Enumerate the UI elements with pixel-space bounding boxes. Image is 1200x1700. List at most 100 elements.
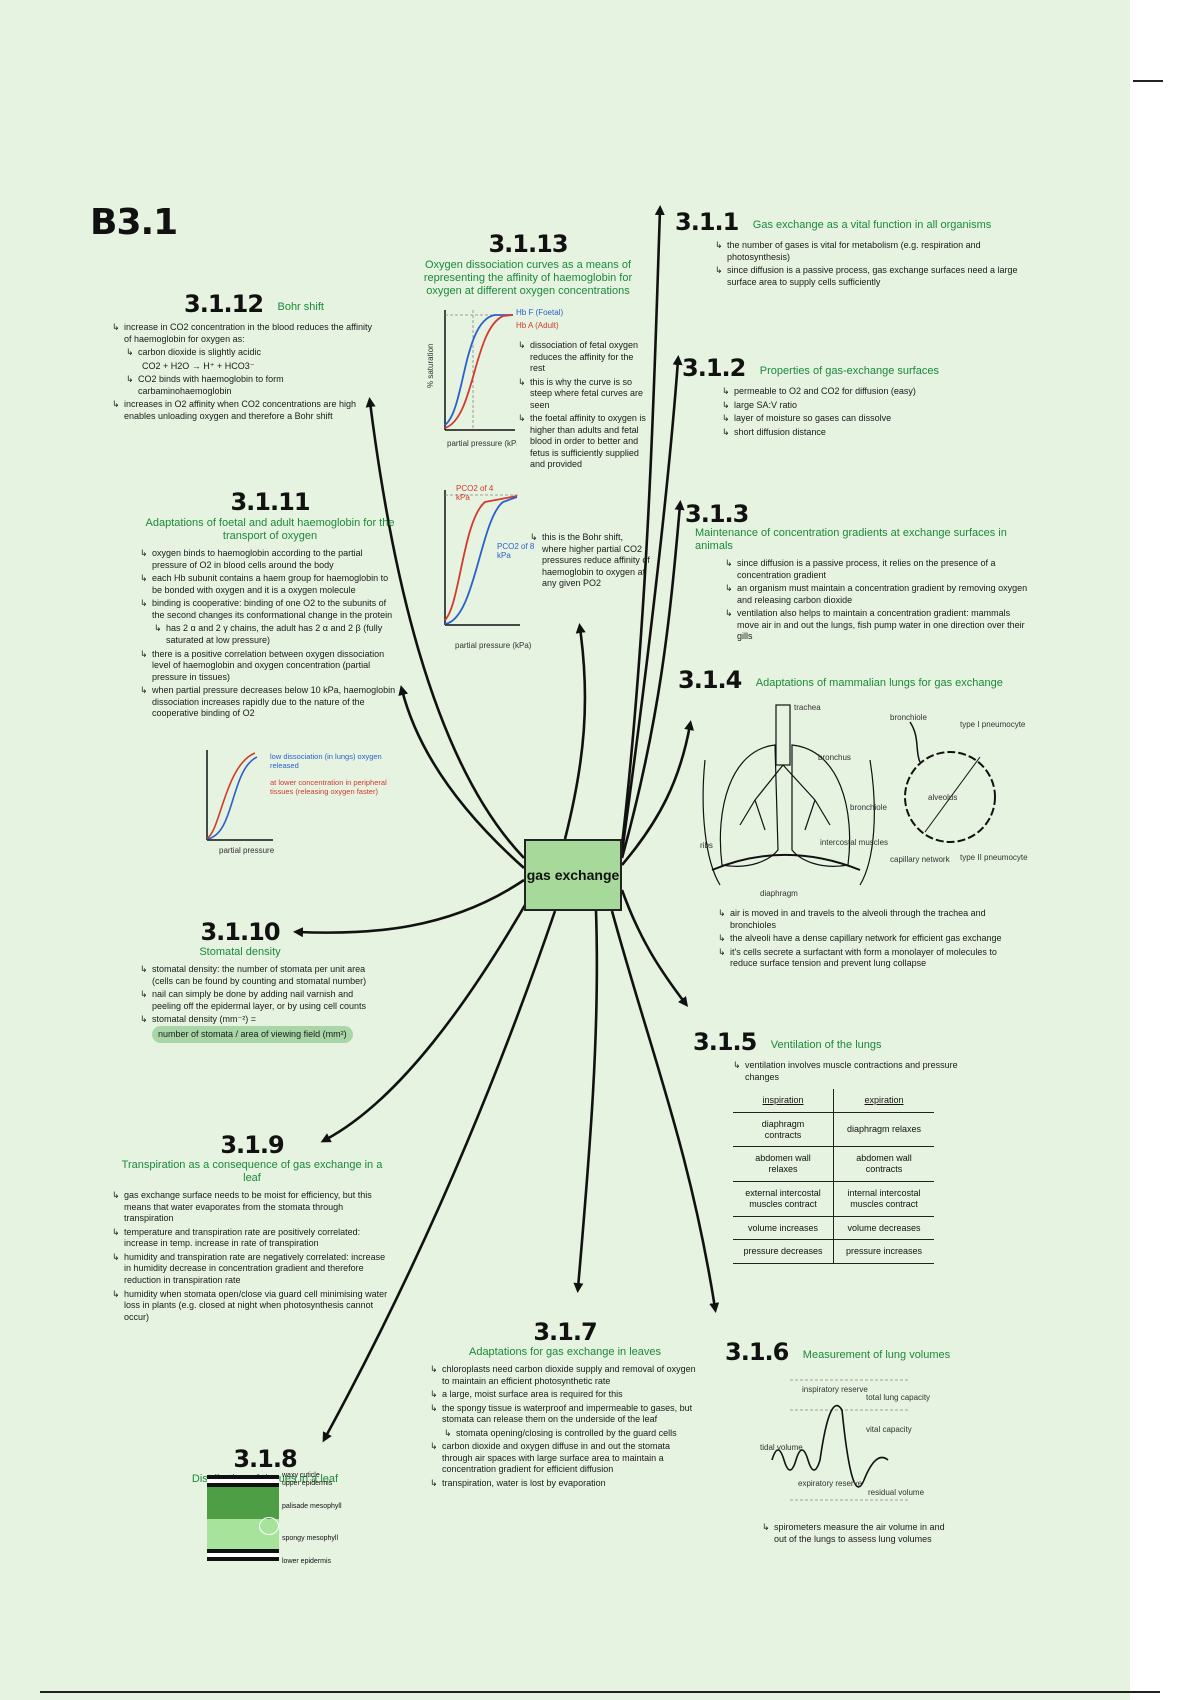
legend-foetal: Hb F (Foetal) xyxy=(516,308,564,317)
table-header: inspiration xyxy=(733,1089,834,1113)
leaf-label: palisade mesophyll xyxy=(282,1502,342,1510)
point: the spongy tissue is waterproof and impe… xyxy=(430,1403,700,1426)
graph-legend: Hb F (Foetal) Hb A (Adult) xyxy=(516,308,576,330)
connector-3-1-3 xyxy=(620,500,685,859)
point: an organism must maintain a concentratio… xyxy=(725,583,1030,606)
graph-xlabel: partial pressure (kPa) xyxy=(455,641,532,650)
section-3-1-13-notes-top: dissociation of fetal oxygen reduces the… xyxy=(518,340,648,473)
table-cell: pressure decreases xyxy=(733,1239,834,1265)
leaf-label: spongy mesophyll xyxy=(282,1535,339,1543)
alveolus-label: capillary network xyxy=(890,855,951,864)
section-code: 3.1.5 xyxy=(693,1028,757,1056)
lung-diagram: trachea bronchus bronchiole intercostal … xyxy=(700,703,888,898)
point: ventilation also helps to maintain a con… xyxy=(725,608,1030,643)
section-3-1-3: 3.1.3 Maintenance of concentration gradi… xyxy=(685,502,1030,645)
graph-xlabel: partial pressure (kPa) xyxy=(219,846,275,855)
section-code: 3.1.3 xyxy=(685,500,749,528)
table-row: external intercostal muscles contract in… xyxy=(733,1181,934,1217)
leaf-label: waxy cuticle xyxy=(282,1472,320,1479)
point: since diffusion is a passive process, ga… xyxy=(715,265,1030,288)
leaf-label: lower epidermis xyxy=(282,1557,332,1565)
point: air is moved in and travels to the alveo… xyxy=(718,908,1018,931)
point: temperature and transpiration rate are p… xyxy=(112,1227,392,1250)
section-3-1-13-header: 3.1.13 Oxygen dissociation curves as a m… xyxy=(412,232,644,299)
point: oxygen binds to haemoglobin according to… xyxy=(140,548,400,571)
section-code: 3.1.8 xyxy=(233,1445,297,1473)
legend-adult: Hb A (Adult) xyxy=(516,321,559,330)
section-heading: Adaptations of foetal and adult haemoglo… xyxy=(145,517,395,543)
formula-label: stomatal density (mm⁻²) = xyxy=(152,1014,257,1025)
connector-3-1-9 xyxy=(320,899,530,1143)
section-3-1-12: 3.1.12 Bohr shift increase in CO2 concen… xyxy=(112,292,374,424)
dissociation-graph-foetal-adult: % saturation partial pressure (kPa) xyxy=(426,310,517,448)
point: the number of gases is vital for metabol… xyxy=(715,240,1030,263)
section-code: 3.1.12 xyxy=(184,290,264,318)
point: when partial pressure decreases below 10… xyxy=(140,685,400,720)
page-marker-line xyxy=(1133,80,1163,82)
section-3-1-10: 3.1.10 Stomatal density stomatal density… xyxy=(140,920,380,1045)
section-code: 3.1.4 xyxy=(678,666,742,694)
haemoglobin-graph-legend: low dissociation (in lungs) oxygen relea… xyxy=(270,752,390,796)
point: each Hb subunit contains a haem group fo… xyxy=(140,573,400,596)
ventilation-table: inspiration expiration diaphragm contrac… xyxy=(733,1089,934,1265)
section-3-1-4: 3.1.4 Adaptations of mammalian lungs for… xyxy=(678,668,1018,693)
point: there is a positive correlation between … xyxy=(140,649,400,684)
alveolus-label: alveolus xyxy=(928,793,957,802)
haemoglobin-graph: partial pressure (kPa) xyxy=(206,750,275,855)
point: carbon dioxide and oxygen diffuse in and… xyxy=(430,1441,700,1476)
connector-3-1-2 xyxy=(620,355,683,853)
spirometer-label: tidal volume xyxy=(760,1443,803,1452)
table-row: abdomen wall relaxes abdomen wall contra… xyxy=(733,1146,934,1183)
section-heading: Adaptations for gas exchange in leaves xyxy=(468,1346,662,1358)
point: the foetal affinity to oxygen is higher … xyxy=(518,413,648,471)
connector-3-1-7 xyxy=(573,910,599,1293)
section-code: 3.1.1 xyxy=(675,208,739,236)
section-code: 3.1.11 xyxy=(230,488,310,516)
point: stomatal density (mm⁻²) = number of stom… xyxy=(140,1014,380,1044)
table-cell: pressure increases xyxy=(833,1239,934,1265)
section-3-1-6: 3.1.6 Measurement of lung volumes xyxy=(725,1340,955,1365)
table-cell: volume increases xyxy=(733,1216,834,1241)
point: spirometers measure the air volume in an… xyxy=(762,1522,952,1545)
leaf-label: upper epidermis xyxy=(282,1480,333,1488)
dissociation-graph-bohr: partial pressure (kPa) xyxy=(444,490,532,650)
section-heading: Ventilation of the lungs xyxy=(770,1039,882,1052)
table-cell: volume decreases xyxy=(833,1216,934,1241)
central-topic: gas exchange xyxy=(524,839,622,911)
connector-3-1-12 xyxy=(365,397,525,859)
legend-item: low dissociation (in lungs) oxygen relea… xyxy=(270,752,382,770)
table-header: expiration xyxy=(833,1089,934,1113)
spirometer-label: total lung capacity xyxy=(866,1393,930,1402)
point: since diffusion is a passive process, it… xyxy=(725,558,1030,581)
alveolus-label: bronchiole xyxy=(890,713,927,722)
point: the alveoli have a dense capillary netwo… xyxy=(718,933,1018,945)
connector-3-1-5 xyxy=(620,889,689,1007)
table-row: volume increases volume decreases xyxy=(733,1216,934,1241)
section-code: 3.1.2 xyxy=(682,354,746,382)
graph-xlabel: partial pressure (kPa) xyxy=(447,439,517,448)
section-3-1-9: 3.1.9 Transpiration as a consequence of … xyxy=(112,1133,392,1325)
label-high-co2: PCO2 of 8 kPa xyxy=(497,542,535,560)
connector-3-1-6 xyxy=(610,910,720,1313)
connector-layer xyxy=(293,205,720,1443)
connector-3-1-4 xyxy=(621,720,695,866)
spirometer-label: expiratory reserve xyxy=(798,1479,863,1488)
section-3-1-13-notes-bottom: this is the Bohr shift, where higher par… xyxy=(530,532,650,592)
lung-label: bronchiole xyxy=(850,803,887,812)
point: stomatal density: the number of stomata … xyxy=(140,964,380,987)
table-cell: abdomen wall relaxes xyxy=(733,1146,834,1183)
connector-3-1-10 xyxy=(293,878,525,938)
point: dissociation of fetal oxygen reduces the… xyxy=(518,340,648,375)
section-heading: Measurement of lung volumes xyxy=(802,1349,951,1362)
point: binding is cooperative: binding of one O… xyxy=(140,598,400,621)
lung-label: ribs xyxy=(700,841,713,850)
point: transpiration, water is lost by evaporat… xyxy=(430,1478,700,1490)
section-3-1-4-notes: air is moved in and travels to the alveo… xyxy=(718,908,1018,972)
section-code: 3.1.10 xyxy=(200,918,280,946)
point: ventilation involves muscle contractions… xyxy=(733,1060,983,1083)
section-heading: Bohr shift xyxy=(277,301,324,314)
table-cell: abdomen wall contracts xyxy=(833,1146,934,1183)
leaf-cross-section xyxy=(207,1475,279,1570)
connector-3-1-11 xyxy=(398,685,525,869)
lung-label: bronchus xyxy=(818,753,851,762)
